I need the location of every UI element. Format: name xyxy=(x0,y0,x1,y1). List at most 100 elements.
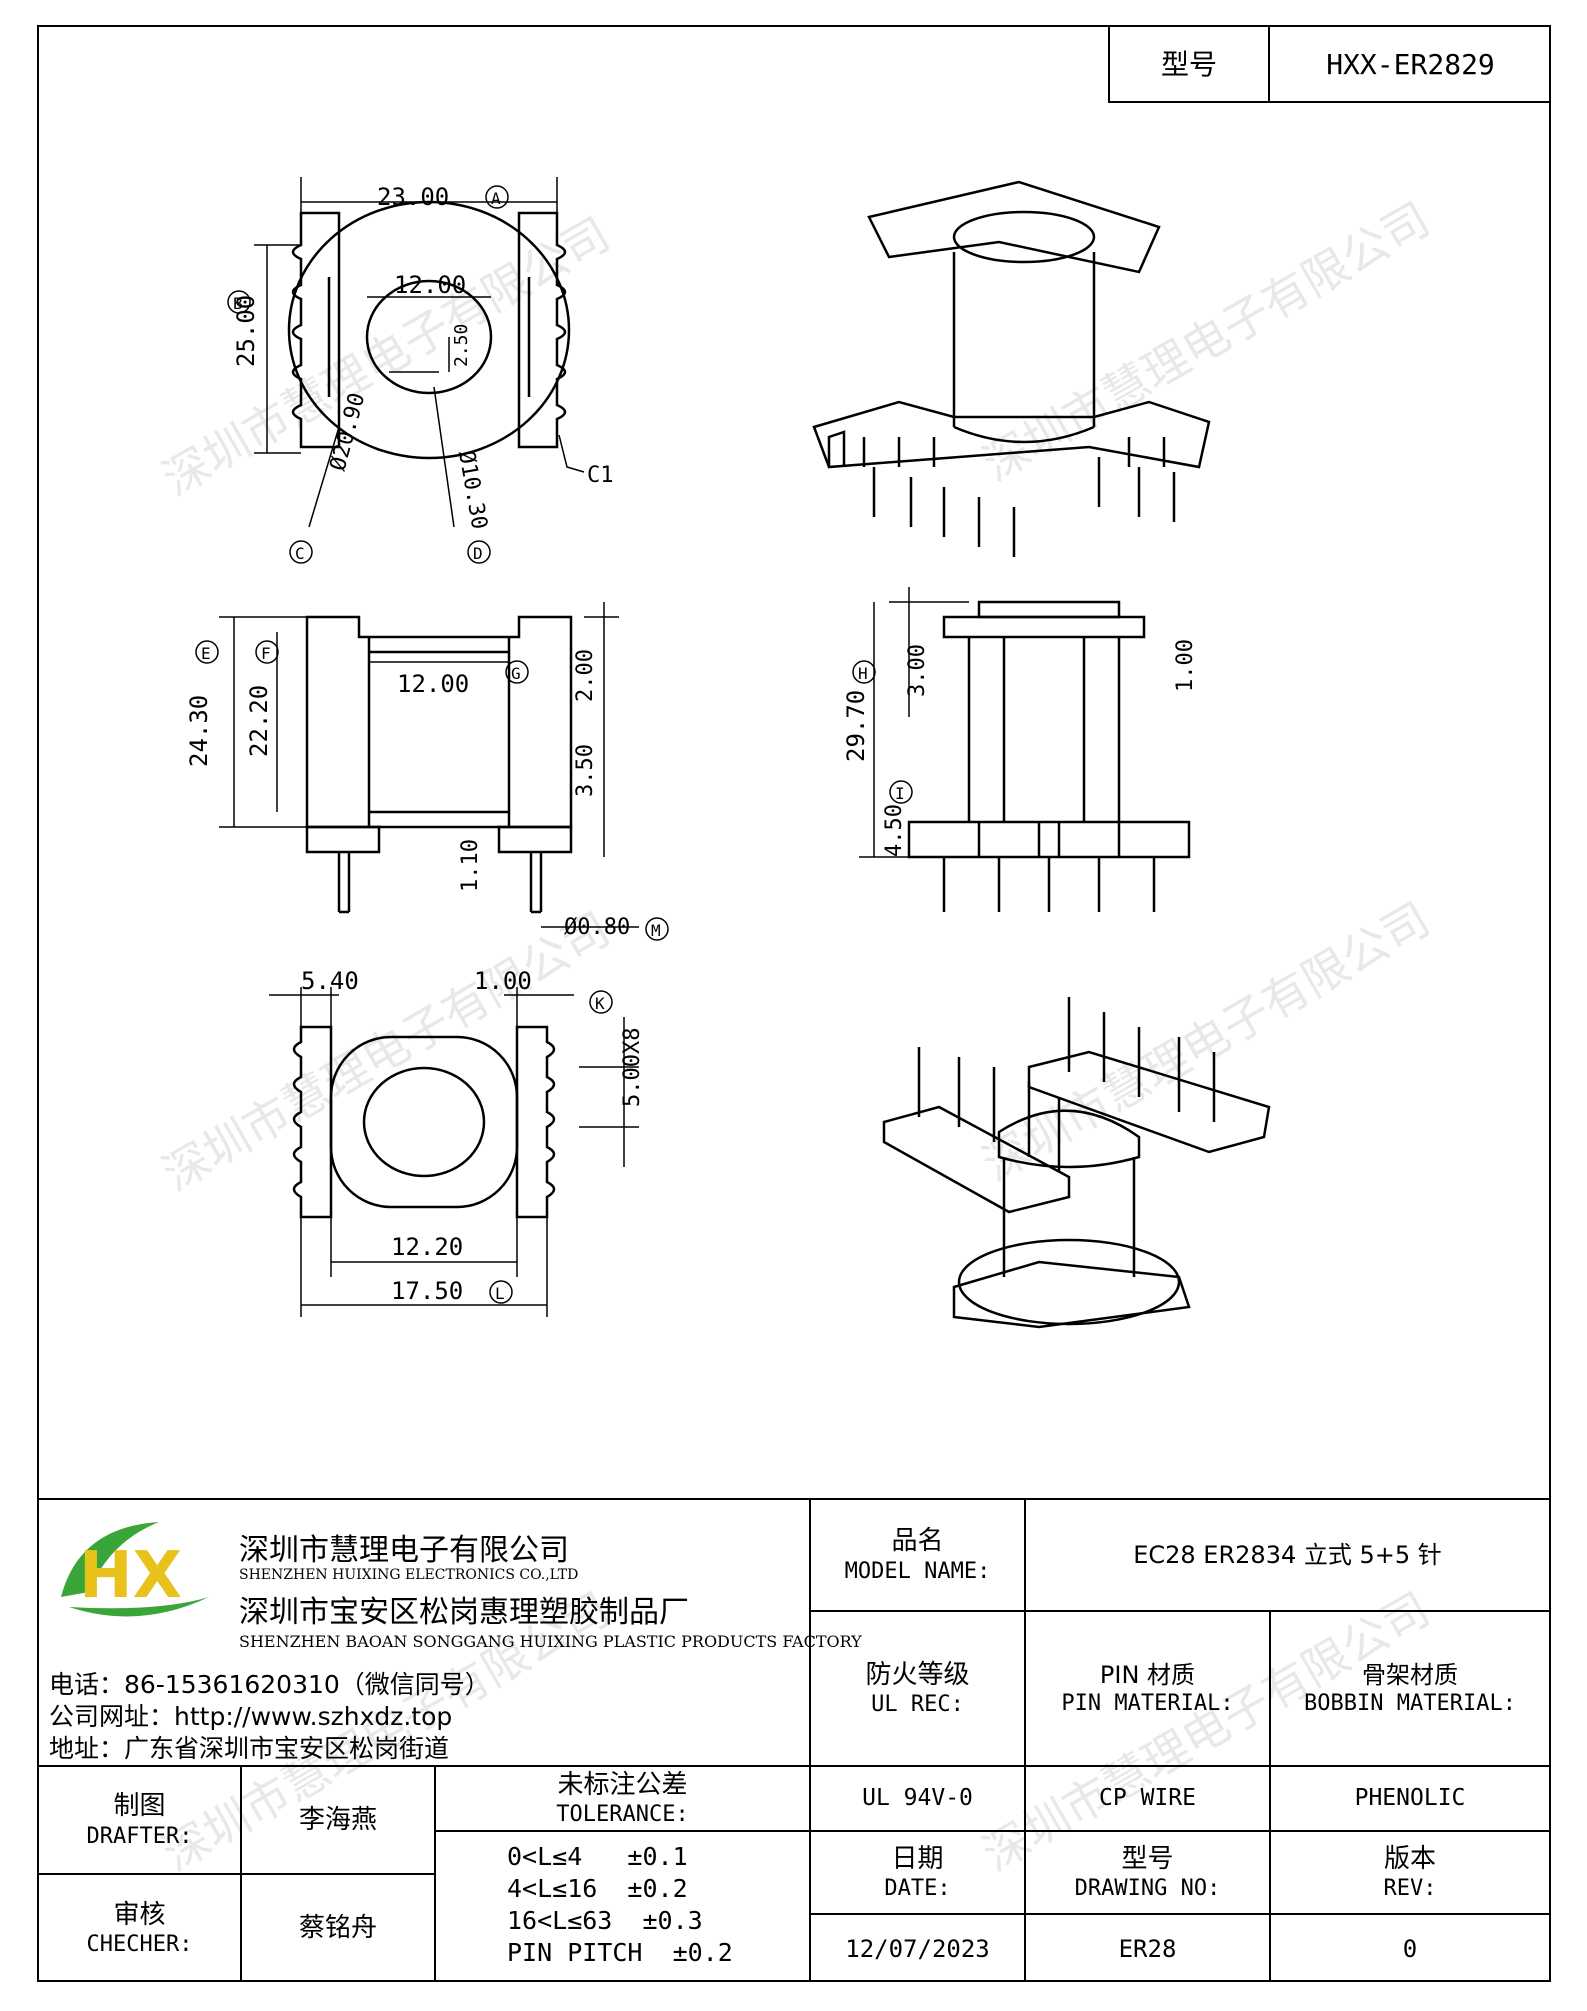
pin-material-value-text: CP WIRE xyxy=(1099,1785,1196,1812)
front-view: 24.30 22.20 12.00 2.00 3.50 1.10 Ø0.80 xyxy=(185,602,639,940)
top-view-dim-c1: C1 xyxy=(587,463,614,488)
drafter-vline-2 xyxy=(434,1765,436,1982)
model-name-label-en: MODEL NAME: xyxy=(844,1558,991,1584)
model-name-value: EC28 ER2834 立式 5+5 针 xyxy=(1026,1500,1549,1610)
front-view-dim-f: 22.20 xyxy=(245,685,273,757)
title-block-hline-3 xyxy=(809,1830,1549,1832)
drawing-no-value: ER28 xyxy=(1026,1915,1269,1982)
bottom-view-dim-k: 5.00X8 xyxy=(620,1028,645,1107)
date-value-text: 12/07/2023 xyxy=(845,1934,990,1963)
bobbin-material-value: PHENOLIC xyxy=(1271,1767,1549,1830)
header-model-label: 型号 xyxy=(1108,27,1268,103)
side-view-dim-i: 4.50 xyxy=(882,804,907,857)
marker-f: F xyxy=(261,644,271,663)
header-model-value-text: HXX-ER2829 xyxy=(1326,47,1495,81)
pin-material-label: PIN 材质 PIN MATERIAL: xyxy=(1026,1612,1269,1765)
bottom-view-dim-right: 1.00 xyxy=(474,967,532,995)
drawing-no-label: 型号 DRAWING NO: xyxy=(1026,1832,1269,1913)
bobbin-material-label-cn: 骨架材质 xyxy=(1362,1660,1458,1689)
side-view-dim-h: 29.70 xyxy=(842,690,870,762)
top-view-dim-d: Ø10.30 xyxy=(453,449,491,532)
drafter-label: 制图 DRAFTER: xyxy=(39,1767,240,1873)
model-name-label: 品名 MODEL NAME: xyxy=(811,1500,1024,1610)
company-logo: HX xyxy=(61,1522,209,1617)
reference-markers: A B C D E F G H I K L M xyxy=(195,185,913,1304)
front-view-dim-top: 2.00 xyxy=(573,649,598,702)
rev-value-text: 0 xyxy=(1402,1934,1418,1963)
rev-value: 0 xyxy=(1271,1915,1549,1982)
date-label: 日期 DATE: xyxy=(811,1832,1024,1913)
isometric-view-top xyxy=(812,180,1211,557)
checker-name: 蔡铭舟 xyxy=(242,1875,434,1982)
ul-rec-label: 防火等级 UL REC: xyxy=(811,1612,1024,1765)
tolerance-label-cn: 未标注公差 xyxy=(557,1769,688,1800)
bobbin-material-value-text: PHENOLIC xyxy=(1354,1785,1466,1812)
front-view-dim-e: 24.30 xyxy=(185,695,213,767)
bobbin-material-label-en: BOBBIN MATERIAL: xyxy=(1304,1690,1516,1716)
drafter-label-en: DRAFTER: xyxy=(86,1823,193,1849)
company-name-cn: 深圳市慧理电子有限公司 xyxy=(239,1533,569,1568)
drawing-no-value-text: ER28 xyxy=(1118,1934,1177,1963)
drawing-sheet: 型号 HXX-ER2829 深圳市慧理电子有限公司 深圳市慧理电子有限公司 深圳… xyxy=(37,25,1551,1982)
header-model-value: HXX-ER2829 xyxy=(1268,27,1551,103)
isometric-view-bottom xyxy=(882,997,1271,1329)
rev-label: 版本 REV: xyxy=(1271,1832,1549,1913)
front-view-dim-pin: 1.10 xyxy=(458,839,483,892)
marker-g: G xyxy=(511,664,521,683)
date-value: 12/07/2023 xyxy=(811,1915,1024,1982)
tolerance-line-1: 0<L≤4 ±0.1 xyxy=(507,1842,688,1871)
date-label-cn: 日期 xyxy=(891,1843,944,1874)
factory-name-cn: 深圳市宝安区松岗惠理塑胶制品厂 xyxy=(239,1595,689,1630)
checker-label-cn: 审核 xyxy=(113,1899,166,1930)
title-block-vline-1 xyxy=(809,1498,811,1982)
bobbin-material-label: 骨架材质 BOBBIN MATERIAL: xyxy=(1271,1612,1549,1765)
tolerance-label-en: TOLERANCE: xyxy=(556,1802,689,1827)
top-view-dim-c: Ø20.90 xyxy=(326,390,371,473)
side-view: 29.70 3.00 1.00 4.50 xyxy=(842,587,1198,912)
model-name-value-text: EC28 ER2834 立式 5+5 针 xyxy=(1133,1541,1442,1569)
company-address: 地址：广东省深圳市宝安区松岗街道 xyxy=(49,1734,450,1763)
bottom-view-dim-inner: 12.20 xyxy=(391,1233,463,1261)
checker-label: 审核 CHECHER: xyxy=(39,1875,240,1982)
ul-rec-label-en: UL REC: xyxy=(871,1692,964,1717)
checker-name-text: 蔡铭舟 xyxy=(298,1913,377,1944)
drafter-label-cn: 制图 xyxy=(113,1791,166,1821)
top-view-dim-small: 2.50 xyxy=(451,324,472,367)
front-view-dim-flange: 3.50 xyxy=(573,744,598,797)
logo-swoosh-top-icon xyxy=(61,1522,159,1597)
tolerance-line-4: PIN PITCH ±0.2 xyxy=(507,1938,733,1967)
top-view-dim-b: 25.00 xyxy=(232,295,260,367)
marker-h: H xyxy=(858,664,868,683)
company-phone: 电话：86-15361620310（微信同号） xyxy=(49,1670,490,1699)
title-block-top-border xyxy=(39,1498,1549,1500)
top-view-dim-inner: 12.00 xyxy=(394,271,466,299)
company-name-en: SHENZHEN HUIXING ELECTRONICS CO.,LTD xyxy=(239,1567,579,1583)
rev-label-cn: 版本 xyxy=(1383,1843,1436,1874)
technical-drawing: 23.00 12.00 25.00 2.50 Ø20.90 Ø10.30 C1 xyxy=(185,177,1271,1329)
title-block-vline-3 xyxy=(1269,1610,1271,1982)
title-block-hline-2 xyxy=(39,1765,1549,1767)
pin-material-value: CP WIRE xyxy=(1026,1767,1269,1830)
checker-label-en: CHECHER: xyxy=(86,1932,193,1957)
title-block-hline-4 xyxy=(809,1913,1549,1915)
side-view-dim-top: 3.00 xyxy=(905,644,930,697)
drafter-name-text: 李海燕 xyxy=(298,1804,377,1835)
front-view-dim-pin-dia: Ø0.80 xyxy=(564,915,630,940)
logo-text: HX xyxy=(79,1539,182,1613)
marker-b: B xyxy=(233,294,243,313)
tolerance-line-2: 4<L≤16 ±0.2 xyxy=(507,1874,688,1903)
front-view-dim-inner: 12.00 xyxy=(397,670,469,698)
marker-l: L xyxy=(495,1284,505,1303)
model-name-label-cn: 品名 xyxy=(891,1526,944,1556)
ul-rec-value-text: UL 94V-0 xyxy=(862,1785,973,1812)
title-block-vline-2 xyxy=(1024,1498,1026,1982)
top-view: 23.00 12.00 25.00 2.50 Ø20.90 Ø10.30 C1 xyxy=(232,177,614,531)
bottom-view: 5.40 1.00 5.00X8 12.20 17.50 xyxy=(269,967,645,1317)
ul-rec-label-cn: 防火等级 xyxy=(865,1659,970,1690)
tolerance-hline xyxy=(434,1830,809,1832)
rev-label-en: REV: xyxy=(1383,1876,1437,1901)
marker-a: A xyxy=(491,189,501,208)
bottom-view-dim-l: 17.50 xyxy=(391,1277,463,1305)
pin-material-label-cn: PIN 材质 xyxy=(1099,1660,1196,1689)
marker-c: C xyxy=(295,544,305,563)
